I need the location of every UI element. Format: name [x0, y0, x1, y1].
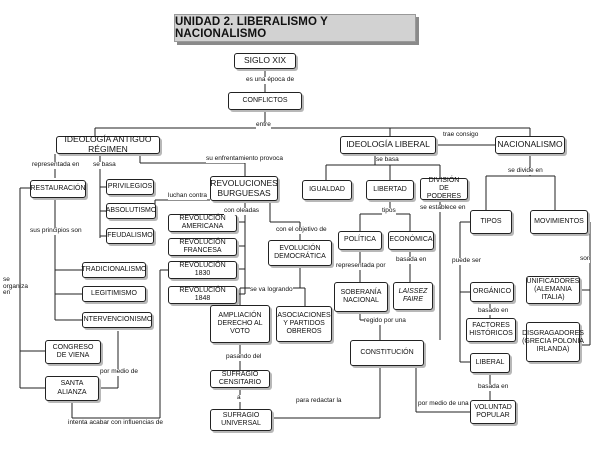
node-libertad: LIBERTAD — [366, 180, 414, 200]
node-igualdad: IGUALDAD — [302, 180, 352, 200]
node-santa-alianza: SANTA ALIANZA — [45, 376, 99, 401]
link-son: son — [580, 255, 591, 263]
node-factores-historicos: FACTORES HISTÓRICOS — [466, 318, 516, 342]
link-luchan-contra: luchan contra — [168, 192, 208, 200]
link-a: a — [237, 394, 241, 402]
link-tipos: tipos — [382, 207, 396, 215]
node-privilegios: PRIVILEGIOS — [106, 179, 154, 195]
node-revolucion-americana: REVOLUCIÓN AMERICANA — [168, 214, 237, 232]
link-para-redactar-la: para redactar la — [296, 397, 342, 405]
node-evolucion-democratica: EVOLUCIÓN DEMOCRÁTICA — [268, 240, 332, 266]
link-intenta-acabar-con-influencias-de: intenta acabar con influencias de — [68, 419, 164, 427]
node-constitucion: CONSTITUCIÓN — [350, 340, 424, 366]
page-title: UNIDAD 2. LIBERALISMO Y NACIONALISMO — [174, 14, 416, 42]
node-ideologia-liberal: IDEOLOGÍA LIBERAL — [340, 136, 436, 154]
node-sufragio-censitario: SUFRAGIO CENSITARIO — [210, 370, 270, 388]
link-por-medio-de: por medio de — [100, 368, 138, 376]
node-economica: ECONÓMICA — [388, 231, 434, 250]
node-asociaciones-partidos-obreros: ASOCIACIONES Y PARTIDOS OBREROS — [276, 306, 332, 342]
link-basada-en-economica: basada en — [396, 256, 427, 264]
node-unificadores: UNIFICADORES (ALEMANIA ITALIA) — [526, 276, 580, 304]
node-ampliacion-derecho-voto: AMPLIACIÓN DERECHO AL VOTO — [210, 305, 270, 343]
node-revolucion-francesa: REVOLUCIÓN FRANCESA — [168, 238, 237, 256]
node-revoluciones-burguesas: REVOLUCIONES BURGUESAS — [210, 176, 278, 201]
link-con-oleadas: con oleadas — [224, 207, 260, 215]
node-revolucion-1848: REVOLUCIÓN 1848 — [168, 286, 237, 304]
link-por-medio-de-una: por medio de una — [418, 400, 469, 408]
link-basado-en: basado en — [478, 307, 509, 315]
link-pasando-del: pasando del — [226, 353, 262, 361]
link-trae-consigo: trae consigo — [443, 131, 479, 139]
link-se-basa-antiguo: se basa — [93, 161, 116, 169]
link-regido-por-una: regido por una — [364, 317, 406, 325]
node-voluntad-popular: VOLUNTAD POPULAR — [470, 400, 516, 424]
node-absolutismo: ABSOLUTISMO — [106, 203, 156, 219]
link-sus-principios-son: sus principios son — [30, 227, 82, 235]
node-nacionalismo: NACIONALISMO — [495, 136, 565, 154]
node-politica: POLÍTICA — [338, 231, 382, 250]
node-congreso-de-viena: CONGRESO DE VIENA — [45, 340, 101, 364]
node-sufragio-universal: SUFRAGIO UNIVERSAL — [210, 409, 272, 431]
node-movimientos: MOVIMIENTOS — [530, 210, 588, 234]
link-se-establece-en: se establece en — [420, 204, 466, 212]
node-feudalismo: FEUDALISMO — [106, 228, 154, 244]
link-puede-ser: puede ser — [452, 257, 481, 265]
node-disgregadores: DISGRAGADORES (GRECIA POLONIA IRLANDA) — [522, 322, 584, 362]
node-tradicionalismo: TRADICIONALISMO — [82, 262, 146, 278]
node-conflictos: CONFLICTOS — [228, 92, 302, 110]
node-legitimismo: LEGITIMISMO — [82, 286, 146, 302]
node-siglo-xix: SIGLO XIX — [234, 53, 296, 69]
link-representada-en: representada en — [32, 161, 80, 169]
link-su-enfrentamiento-provoca: su enfrentamiento provoca — [206, 155, 283, 163]
link-se-basa-liberal: se basa — [376, 156, 399, 164]
link-se-divide-en: se divide en — [508, 167, 543, 175]
node-division-de-poderes: DIVISIÓN DE PODERES — [420, 177, 468, 200]
node-restauracion: RESTAURACIÓN — [30, 180, 86, 198]
node-laissez-faire: LAISSEZ FAIRE — [393, 282, 433, 310]
node-liberal-nacionalismo: LIBERAL — [470, 353, 510, 373]
link-basada-en-liberal: basada en — [478, 383, 509, 391]
link-es-una-epoca-de: es una época de — [246, 76, 295, 84]
node-ideologia-antiguo-regimen: IDEOLOGÍA ANTIGUO RÉGIMEN — [56, 134, 160, 154]
link-entre: entre — [256, 121, 271, 129]
link-se-organiza-en: se organiza en — [3, 276, 28, 296]
node-intervencionismo: INTERVENCIONISMO — [82, 312, 152, 328]
node-revolucion-1830: REVOLUCIÓN 1830 — [168, 261, 237, 279]
node-tipos: TIPOS — [470, 210, 512, 234]
link-representada-por: representada por — [336, 262, 386, 270]
node-organico: ORGÁNICO — [470, 282, 514, 302]
link-se-va-logrando: se va logrando — [250, 286, 293, 294]
node-soberania-nacional: SOBERANÍA NACIONAL — [334, 282, 388, 312]
link-con-el-objetivo-de: con el objetivo de — [276, 226, 327, 234]
